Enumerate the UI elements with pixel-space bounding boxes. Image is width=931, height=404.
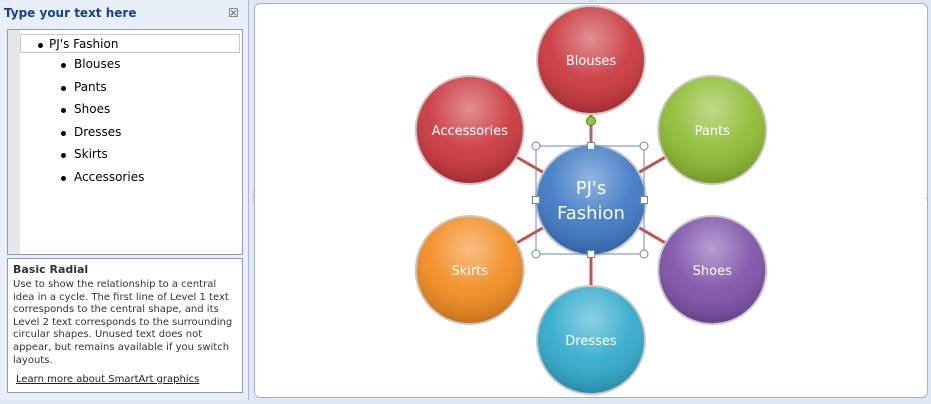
- bullet-icon: [61, 63, 66, 68]
- resize-handle-side[interactable]: [587, 250, 595, 258]
- node-label: Skirts: [451, 264, 488, 279]
- node-label: Pants: [695, 124, 731, 139]
- frame-grip-bottom-icon[interactable]: ···: [589, 392, 597, 401]
- layout-description: Basic Radial Use to show the relationshi…: [7, 258, 243, 393]
- rotation-handle[interactable]: [586, 116, 596, 126]
- center-gloss: [537, 146, 645, 254]
- text-pane: Type your text here ☒ PJ's Fashion Blous…: [0, 0, 249, 400]
- node-label: Accessories: [432, 124, 508, 139]
- layout-description-text: Use to show the relationship to a centra…: [13, 279, 233, 366]
- text-item-label: PJ's Fashion: [49, 37, 119, 51]
- resize-handle-corner[interactable]: [639, 141, 649, 151]
- resize-handle-corner[interactable]: [639, 249, 649, 259]
- node-label: Shoes: [693, 264, 732, 279]
- frame-grip-left-icon[interactable]: ⋮: [249, 193, 257, 202]
- resize-handle-side[interactable]: [532, 196, 540, 204]
- bullet-icon: [38, 43, 43, 48]
- resize-handle-corner[interactable]: [531, 249, 541, 259]
- bullet-icon: [61, 153, 66, 158]
- text-item-central[interactable]: PJ's Fashion: [20, 34, 240, 53]
- resize-handle-corner[interactable]: [531, 141, 541, 151]
- learn-more-link[interactable]: Learn more about SmartArt graphics: [16, 374, 200, 385]
- text-pane-header: Type your text here ☒: [0, 0, 248, 28]
- text-item-label: Accessories: [74, 170, 145, 184]
- text-entry-area[interactable]: PJ's Fashion Blouses Pants Shoes Dresses…: [7, 29, 243, 255]
- bullet-icon: [61, 86, 66, 91]
- bullet-icon: [61, 176, 66, 181]
- text-item-label: Blouses: [74, 57, 121, 71]
- frame-grip-top-icon[interactable]: ···: [589, 0, 597, 6]
- node-gloss: [538, 7, 644, 113]
- text-item-label: Shoes: [74, 102, 111, 116]
- node-gloss: [659, 217, 766, 323]
- node-gloss: [659, 77, 766, 183]
- node-label: Dresses: [565, 334, 617, 349]
- node-gloss: [538, 287, 644, 393]
- center-label-line1: PJ's: [576, 178, 607, 199]
- bullet-icon: [61, 131, 66, 136]
- center-label-line2: Fashion: [557, 203, 625, 224]
- text-area-gutter: [8, 30, 20, 254]
- text-pane-title: Type your text here: [4, 6, 137, 20]
- resize-handle-side[interactable]: [640, 196, 648, 204]
- close-icon[interactable]: ☒: [228, 6, 239, 20]
- bullet-icon: [61, 108, 66, 113]
- node-gloss: [416, 217, 523, 323]
- text-item-label: Dresses: [74, 125, 122, 139]
- text-item-label: Skirts: [74, 147, 108, 161]
- resize-handle-side[interactable]: [587, 142, 595, 150]
- node-gloss: [416, 77, 523, 183]
- text-item-label: Pants: [74, 80, 107, 94]
- frame-grip-right-icon[interactable]: ⋮: [922, 193, 930, 202]
- node-label: Blouses: [566, 54, 616, 69]
- layout-name: Basic Radial: [13, 263, 89, 276]
